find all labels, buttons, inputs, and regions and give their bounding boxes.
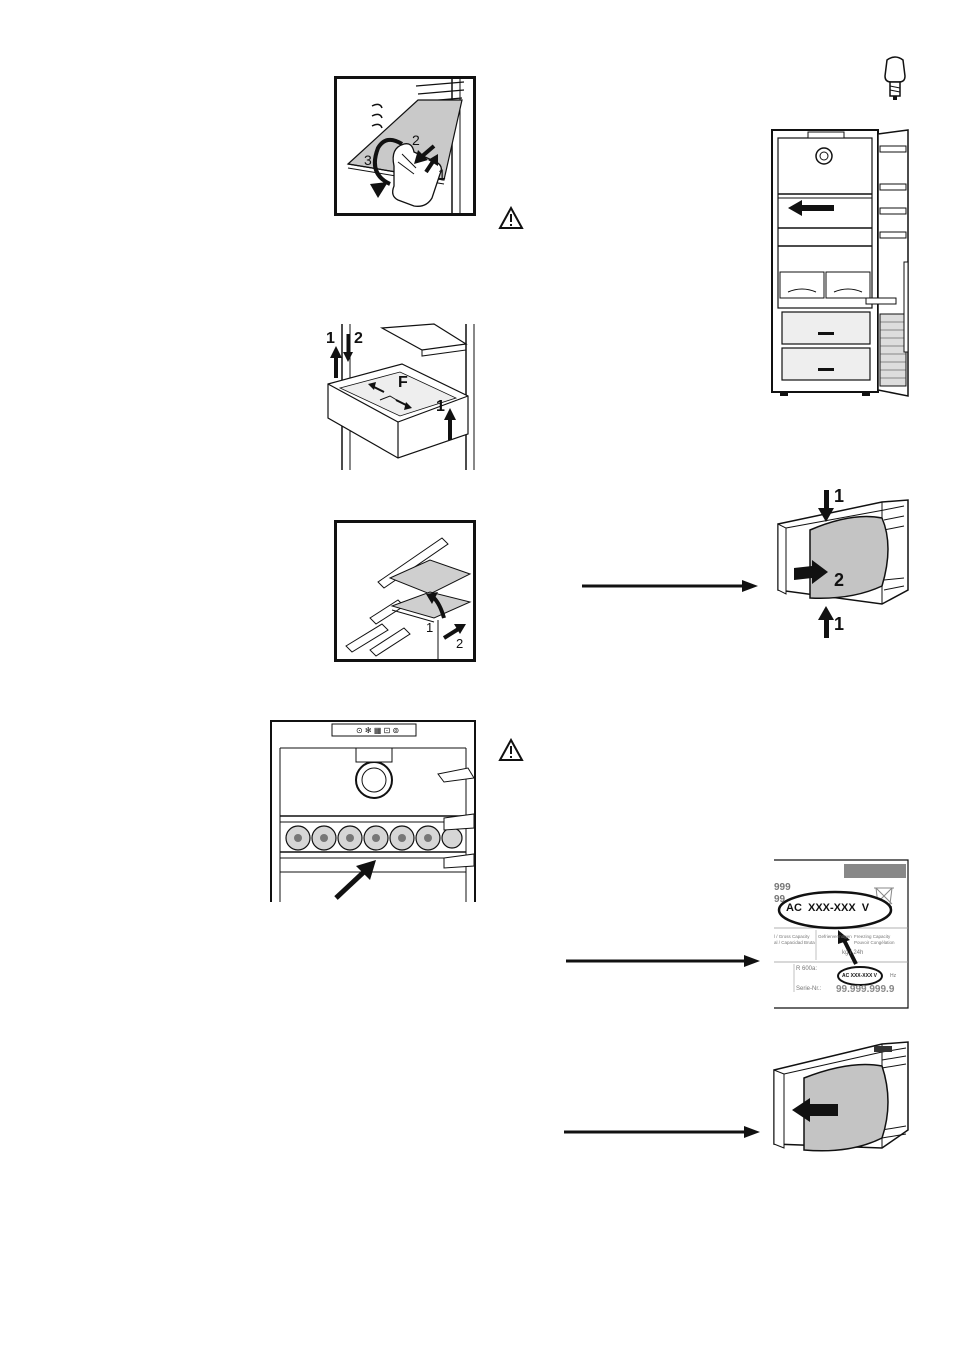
step-label-2: 2 [456, 636, 463, 651]
capacity-right-text: Freezing Capacity Pouvoir Congélation [854, 934, 895, 946]
pointer-arrow [564, 1124, 760, 1140]
plate-number-99: 99 [774, 894, 785, 905]
step-label-1b: 1 [436, 398, 445, 416]
step-label-2: 2 [354, 330, 363, 348]
step-label-1-top: 1 [834, 486, 844, 507]
serial-label: Serie-Nr.: [796, 986, 821, 992]
figure-rating-plate: 999 99 AC XXX-XXX V l / Gross Capacity a… [772, 858, 910, 1010]
figure-glass-shelf: 1 2 [334, 520, 476, 662]
capacity-left-text: l / Gross Capacity al / Capacidad Bruta [774, 934, 815, 946]
serial-value: 99.999.999.9 [836, 984, 894, 995]
figure-light-cover: 1 2 1 [772, 486, 912, 640]
step-label-1-bottom: 1 [834, 614, 844, 635]
warning-triangle-icon [498, 206, 524, 230]
figure-fridge-interior [768, 126, 912, 398]
step-label-1: 1 [438, 166, 446, 182]
model-code-small: AC XXX-XXX V [842, 973, 877, 979]
figure-light-cover-refit [770, 1030, 912, 1156]
refrigerant-text: R 600a: [796, 966, 817, 972]
step-label-1: 1 [426, 620, 433, 635]
step-label-3: 3 [364, 152, 372, 168]
step-label-f: F [398, 374, 408, 392]
pointer-arrow [582, 578, 758, 594]
svg-text:⊙ ✻ ▦ ⊡ ⊚: ⊙ ✻ ▦ ⊡ ⊚ [356, 726, 399, 735]
warning-triangle-icon [498, 738, 524, 762]
step-label-2: 2 [834, 570, 844, 591]
capacity-mid-text: Gefriervermögen [818, 934, 852, 939]
figure-shelf-removal: 2 3 1 [334, 76, 476, 216]
step-label-1: 1 [326, 330, 335, 348]
model-code-large: AC XXX-XXX V [786, 902, 869, 914]
kg-unit: kg / 24h [842, 950, 863, 956]
plate-number-999: 999 [774, 882, 791, 893]
step-label-2: 2 [412, 132, 420, 148]
pointer-arrow [566, 953, 760, 969]
light-bulb-icon [882, 56, 908, 102]
figure-bottle-shelf: ⊙ ✻ ▦ ⊡ ⊚ [268, 718, 478, 902]
hz-text: Hz [890, 973, 896, 979]
figure-door-shelf: 1 2 F 1 [322, 322, 476, 472]
